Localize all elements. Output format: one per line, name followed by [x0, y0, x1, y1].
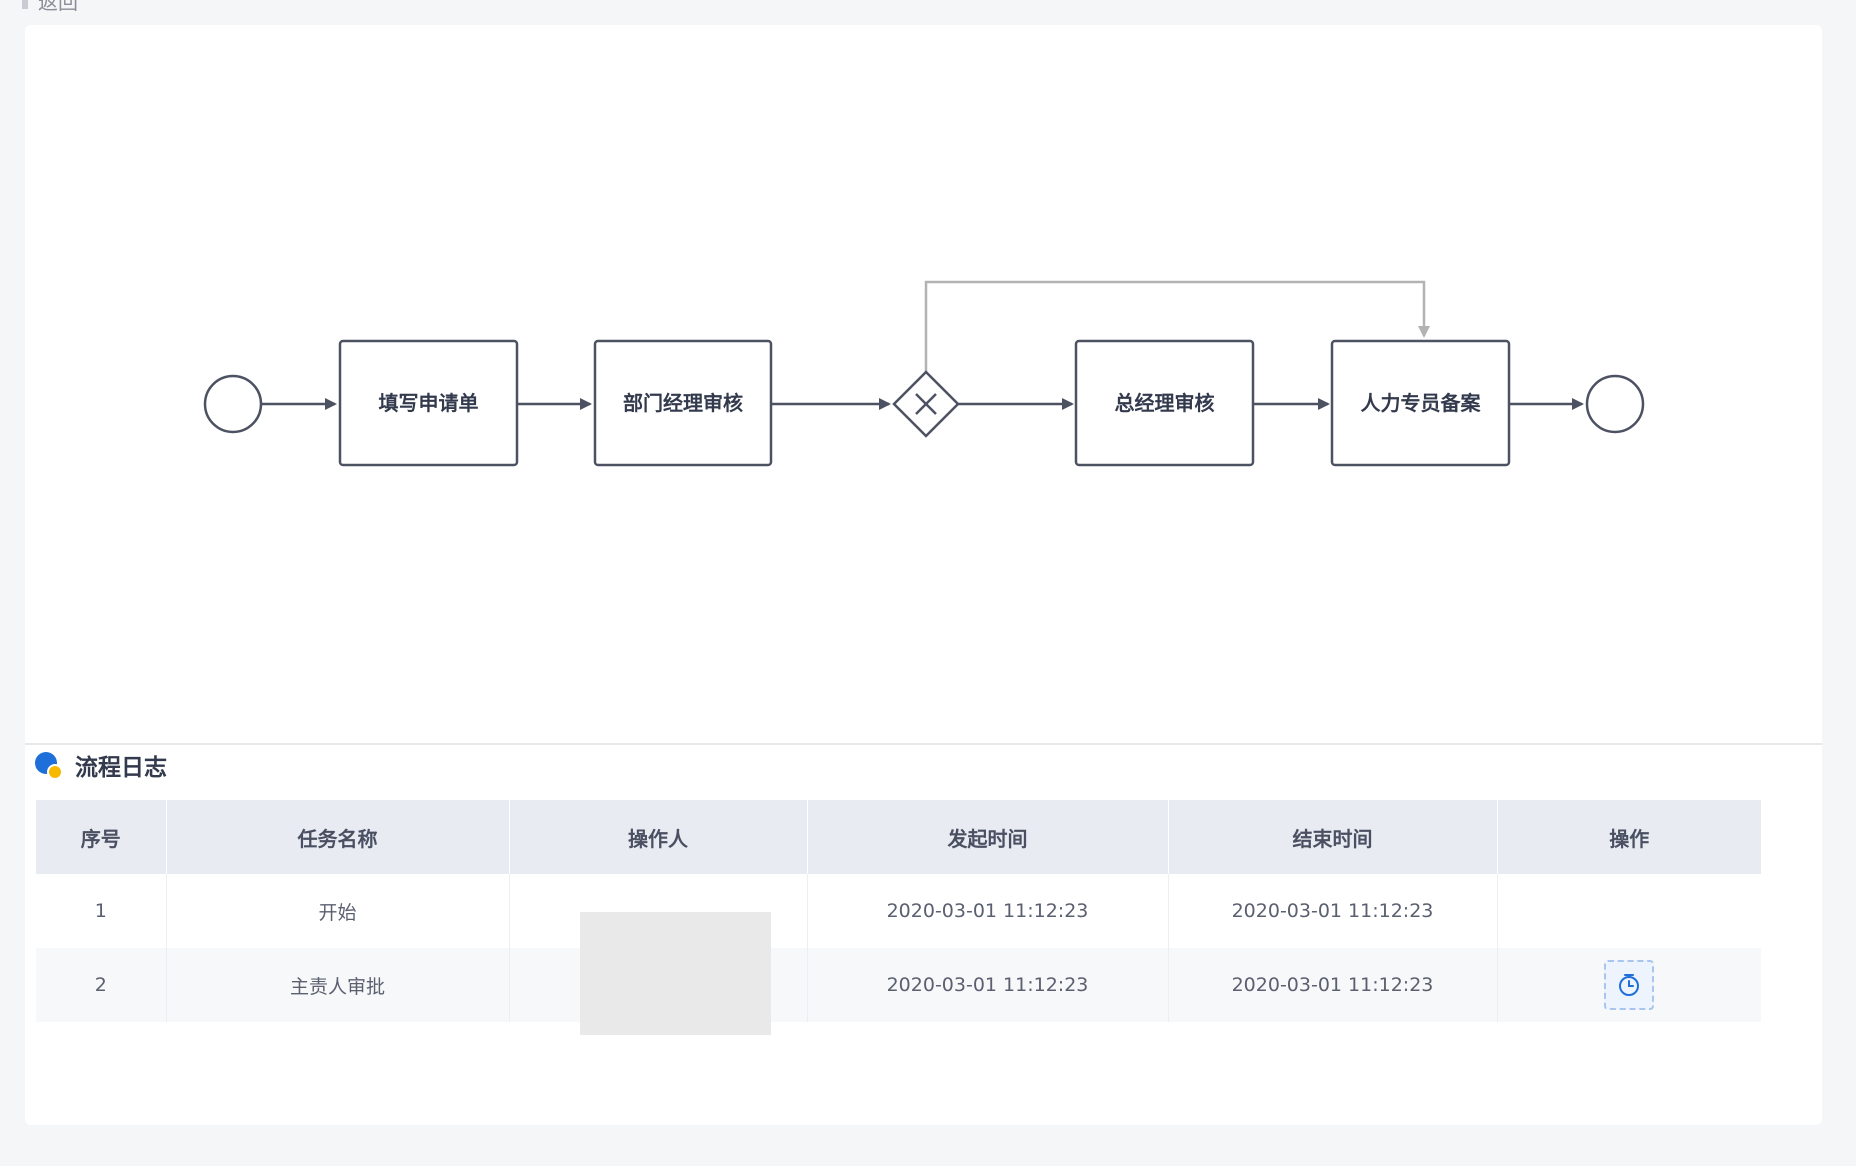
cell-no: 1 [36, 874, 167, 948]
end-event[interactable] [1585, 374, 1645, 434]
log-title: 流程日志 [75, 755, 167, 781]
log-section-header: 流程日志 [35, 745, 167, 785]
cell-end: 2020-03-01 11:12:23 [1168, 948, 1498, 1022]
exclusive-gateway[interactable] [892, 370, 960, 438]
col-header-no: 序号 [36, 800, 167, 874]
task-hr-filing[interactable] [1330, 339, 1511, 467]
col-header-action: 操作 [1497, 800, 1761, 874]
col-header-operator: 操作人 [509, 800, 808, 874]
timer-icon [1619, 974, 1640, 996]
cell-action [1497, 874, 1761, 948]
task-dept-manager-review-label: 部门经理审核 [623, 391, 743, 415]
col-header-end: 结束时间 [1168, 800, 1498, 874]
loop-flow-line [924, 280, 1430, 390]
task-hr-filing-label: 人力专员备案 [1360, 391, 1481, 415]
back-label: 返回 [38, 0, 78, 14]
breadcrumb-back[interactable]: 返回 [22, 0, 78, 15]
cell-task: 主责人审批 [166, 948, 510, 1022]
timer-button[interactable] [1604, 960, 1655, 1010]
cell-end: 2020-03-01 11:12:23 [1168, 874, 1498, 948]
task-dept-manager-review[interactable] [593, 339, 773, 467]
table-row: 2 主责人审批 2020-03-01 11:12:23 2020-03-01 1… [36, 948, 1761, 1022]
cell-action [1497, 948, 1761, 1022]
process-diagram-canvas [203, 280, 1645, 467]
task-fill-form-label: 填写申请单 [378, 391, 479, 415]
process-diagram: 填写申请单 部门经理审核 总经理审核 人力专员备案 [25, 25, 1822, 743]
start-event[interactable] [203, 374, 263, 434]
table-row: 1 开始 2020-03-01 11:12:23 2020-03-01 11:1… [36, 874, 1761, 948]
cell-start: 2020-03-01 11:12:23 [807, 948, 1169, 1022]
task-gm-review[interactable] [1074, 339, 1255, 467]
cell-task: 开始 [166, 874, 510, 948]
col-header-task: 任务名称 [166, 800, 510, 874]
section-divider [25, 743, 1822, 745]
log-badge-icon [35, 752, 63, 780]
operator-avatar-placeholder [580, 912, 771, 1035]
cell-no: 2 [36, 948, 167, 1022]
cell-start: 2020-03-01 11:12:23 [807, 874, 1169, 948]
col-header-start: 发起时间 [807, 800, 1169, 874]
back-icon [22, 0, 28, 9]
task-gm-review-label: 总经理审核 [1114, 391, 1215, 415]
task-fill-form[interactable] [338, 339, 519, 467]
process-log-table: 序号 任务名称 操作人 发起时间 结束时间 操作 1 开始 2020-03-01… [36, 800, 1761, 1022]
table-header-row: 序号 任务名称 操作人 发起时间 结束时间 操作 [36, 800, 1761, 874]
